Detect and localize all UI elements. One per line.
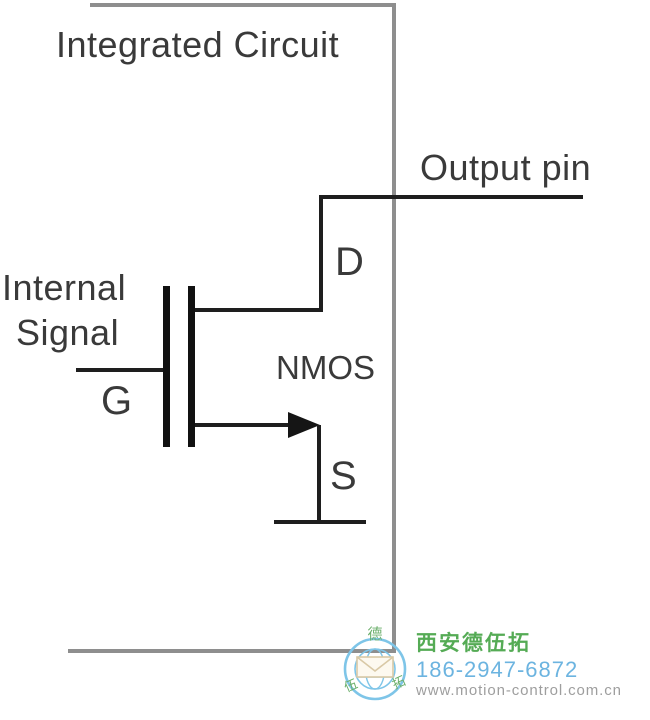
ic-title: Integrated Circuit	[56, 24, 340, 65]
mosfet-gate-plate-bar	[163, 286, 170, 447]
drain-wire-horizontal	[195, 308, 323, 312]
gate-wire	[76, 368, 163, 372]
output-pin-label: Output pin	[420, 147, 592, 188]
watermark-phone-number: 186-2947-6872	[416, 657, 579, 682]
source-terminal-label: S	[330, 454, 358, 498]
mosfet-channel-bar	[188, 286, 195, 447]
logo-bottom-left-char: 伍	[342, 676, 360, 695]
drain-terminal-label: D	[335, 240, 365, 284]
company-logo-globe-icon: 德 伍 拓	[342, 625, 408, 701]
ic-border-right	[392, 3, 396, 653]
watermark-company-name: 西安德伍拓	[416, 632, 531, 655]
watermark-website-url: www.motion-control.com.cn	[416, 682, 622, 699]
logo-top-char: 德	[367, 625, 382, 643]
ic-border-top	[90, 3, 396, 7]
source-arrow-icon	[288, 412, 320, 438]
source-wire-horizontal	[195, 423, 295, 427]
output-pin-wire	[319, 195, 583, 199]
drain-wire-vertical	[319, 195, 323, 312]
internal-signal-label-line1: Internal	[2, 267, 127, 308]
source-wire-vertical	[317, 425, 321, 524]
source-terminal-bar	[274, 520, 366, 524]
ic-border-bottom	[68, 649, 396, 653]
transistor-type-label: NMOS	[276, 349, 375, 386]
internal-signal-label-line2: Signal	[16, 312, 120, 353]
gate-terminal-label: G	[101, 379, 133, 423]
logo-bottom-right-char: 拓	[390, 673, 408, 692]
